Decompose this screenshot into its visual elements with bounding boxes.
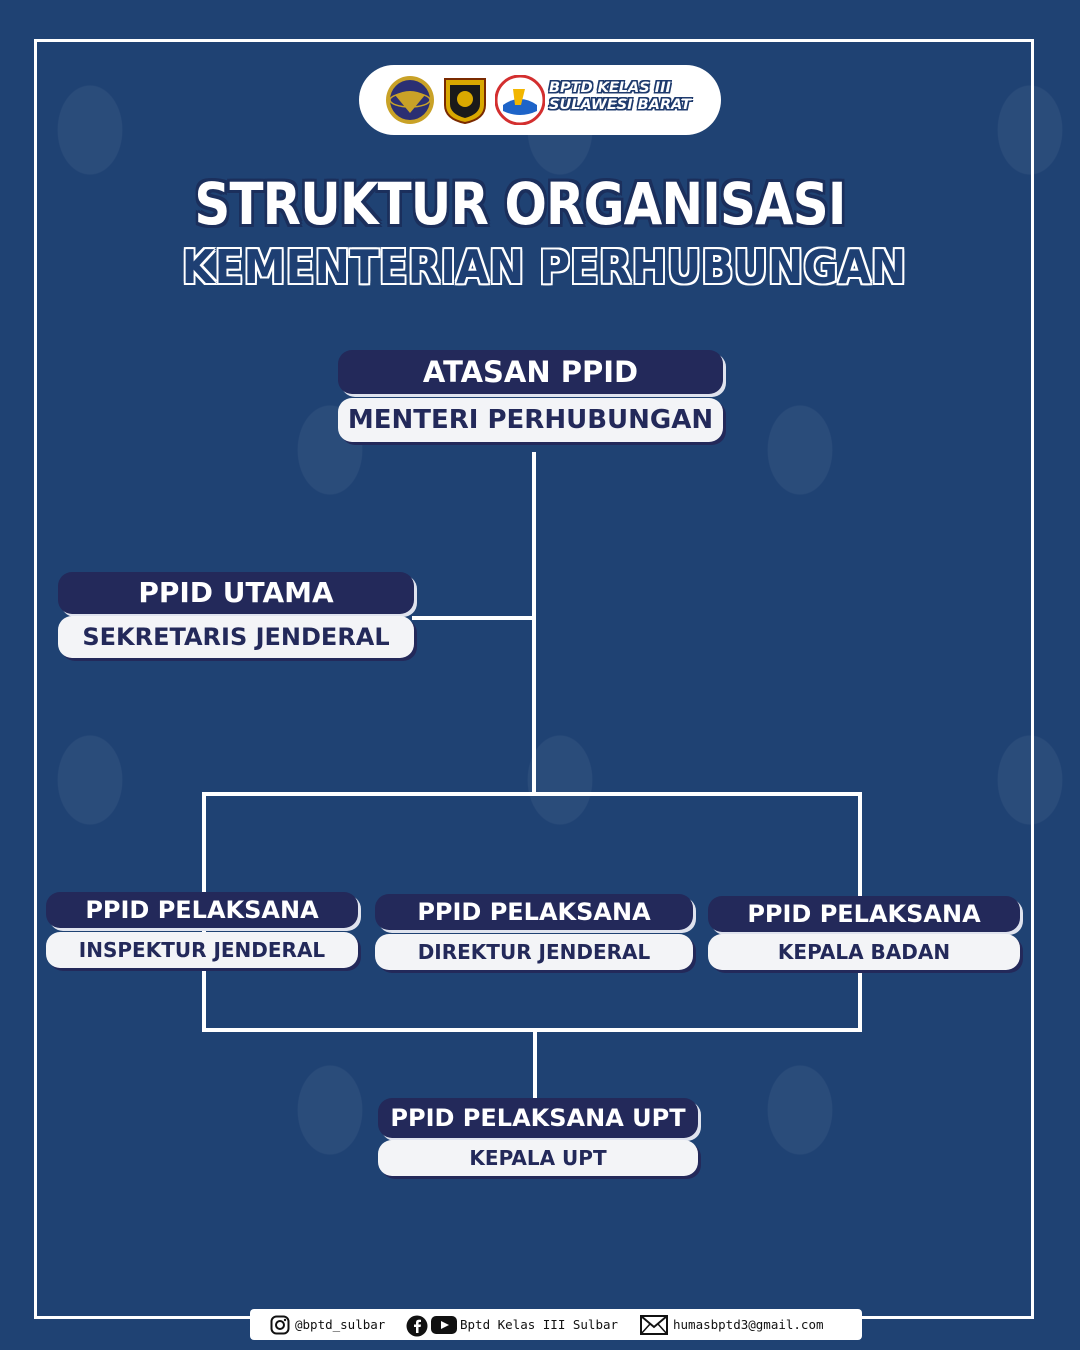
youtube-icon[interactable] [431,1316,457,1334]
node-utama-holder: SEKRETARIS JENDERAL [58,616,414,658]
wordmark-line2: SULAWESI BARAT [549,97,691,113]
logo-bar: BPTD KELAS III SULAWESI BARAT [359,65,721,135]
connector-line [533,1030,537,1100]
instagram-icon[interactable] [270,1315,290,1335]
node-utama-role: PPID UTAMA [58,572,414,614]
bptd-wordmark: BPTD KELAS III SULAWESI BARAT [549,80,709,114]
facebook-youtube-name[interactable]: Bptd Kelas III Sulbar [460,1317,619,1332]
node-pelaksana-2-holder: DIREKTUR JENDERAL [375,934,693,970]
connector-line [532,452,536,795]
facebook-icon[interactable] [406,1315,428,1337]
email-address[interactable]: humasbptd3@gmail.com [673,1317,824,1332]
node-upt-holder: KEPALA UPT [378,1140,698,1176]
title-struktur-organisasi: STRUKTUR ORGANISASI [194,170,846,238]
node-pelaksana-3-role: PPID PELAKSANA [708,896,1020,932]
node-atasan-role: ATASAN PPID [338,350,723,394]
kemenhub-logo-icon [386,76,434,124]
connector-line [202,792,862,796]
connector-line [202,1028,862,1032]
bptd-logo-icon [495,75,545,125]
title-kementerian-perhubungan: KEMENTERIAN PERHUBUNGAN [181,240,907,294]
node-pelaksana-3-holder: KEPALA BADAN [708,934,1020,970]
wordmark-line1: BPTD KELAS III [549,80,671,96]
footer-contacts: @bptd_sulbar Bptd Kelas III Sulbar humas… [250,1309,862,1340]
sulbar-emblem-icon [444,78,486,125]
node-pelaksana-1-role: PPID PELAKSANA [46,892,358,928]
node-upt-role: PPID PELAKSANA UPT [378,1098,698,1138]
connector-line [412,616,534,620]
node-pelaksana-2-role: PPID PELAKSANA [375,894,693,930]
node-atasan-holder: MENTERI PERHUBUNGAN [338,398,723,442]
node-pelaksana-1-holder: INSPEKTUR JENDERAL [46,932,358,968]
instagram-handle[interactable]: @bptd_sulbar [295,1317,386,1332]
mail-icon[interactable] [640,1315,668,1335]
